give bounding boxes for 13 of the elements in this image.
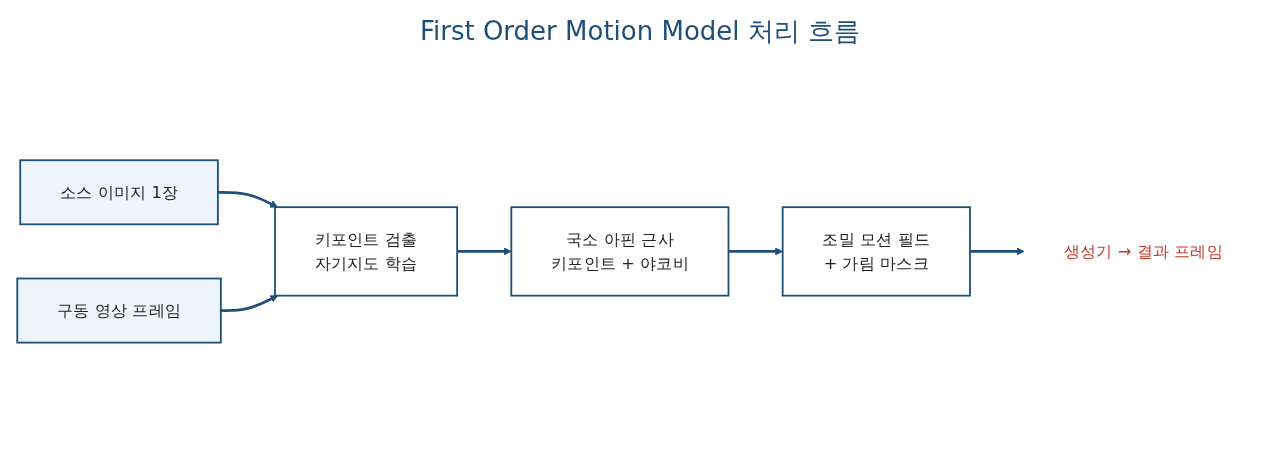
node-box <box>274 206 459 297</box>
arrow <box>220 295 279 312</box>
arrow <box>969 247 1025 256</box>
arrow <box>728 247 783 256</box>
node-text: 생성기 → 결과 프레임 <box>1063 242 1223 261</box>
node-box <box>781 206 971 297</box>
arrow <box>217 191 279 208</box>
arrow <box>457 247 512 256</box>
diagram-title: First Order Motion Model 처리 흐름 <box>418 15 862 48</box>
flowchart-diagram: 소스 이미지 1장 구동 영상 프레임 키포인트 검출 자기지도 학습 국소 아핀 근사 키포인트 + 야코비 조밀 모션 필드 + 가림 마스크 생성기 → 결과 프레임 <box>10 153 1270 350</box>
node-box <box>19 159 219 226</box>
node-box <box>510 206 730 297</box>
node-box <box>16 277 222 344</box>
